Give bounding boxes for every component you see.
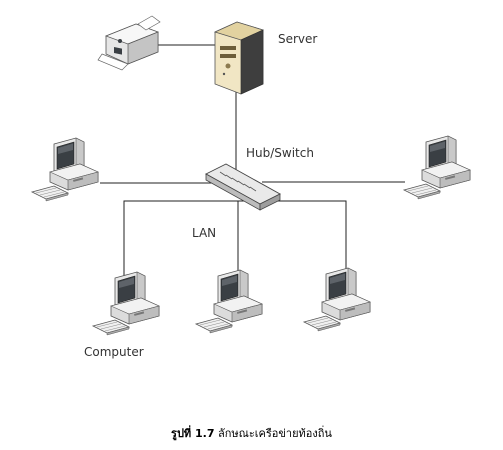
hub-switch-icon bbox=[205, 163, 281, 211]
computer-icon-bottom-middle bbox=[195, 269, 263, 334]
figure-caption-text: ลักษณะเครือข่ายท้องถิ่น bbox=[218, 427, 332, 440]
computer-icon-left bbox=[31, 137, 99, 202]
network-links bbox=[100, 44, 405, 276]
lan-label: LAN bbox=[192, 226, 217, 240]
hub-switch-label: Hub/Switch bbox=[246, 146, 314, 160]
figure-caption: รูปที่ 1.7 ลักษณะเครือข่ายท้องถิ่น bbox=[0, 424, 503, 442]
computer-icon-bottom-right bbox=[303, 267, 371, 332]
computer-icon-bottom-left bbox=[92, 271, 160, 336]
printer-icon bbox=[97, 15, 161, 71]
server-label: Server bbox=[278, 32, 318, 46]
figure-number: รูปที่ 1.7 bbox=[171, 427, 215, 440]
computer-label: Computer bbox=[84, 345, 144, 359]
computer-icon-right bbox=[403, 135, 471, 200]
server-icon bbox=[214, 21, 264, 95]
